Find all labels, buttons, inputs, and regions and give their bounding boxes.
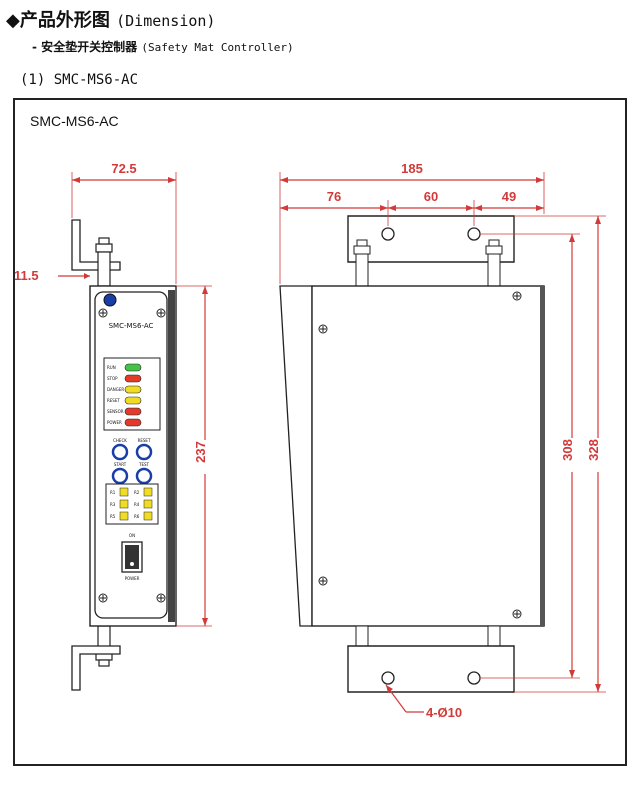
top-mount-bracket	[71, 219, 121, 287]
section-heading: (1) SMC-MS6-AC	[20, 72, 139, 88]
page-subtitle: - 安全垫开关控制器 (Safety Mat Controller)	[32, 38, 294, 55]
indicator-label: RUN	[107, 365, 116, 370]
indicator-lamp	[124, 385, 142, 394]
indicator-label: STOP	[107, 376, 118, 381]
mount-hole-icon	[381, 227, 395, 241]
housing-side-shadow	[168, 290, 175, 622]
relay-label: R3	[110, 502, 116, 507]
indicator-lamp	[124, 407, 142, 416]
relay-label: R1	[110, 490, 116, 495]
switch-mark-icon	[130, 562, 134, 566]
mount-hole-icon	[467, 227, 481, 241]
indicator-lamp	[124, 374, 142, 383]
mount-hole-icon	[467, 671, 481, 685]
dim-hole-spacing: 308	[560, 439, 575, 461]
relay-lamp	[143, 487, 153, 497]
relay-lamp	[143, 511, 153, 521]
push-button	[111, 443, 129, 461]
side-bottom-bracket	[347, 645, 515, 693]
dim-segment-1: 76	[327, 189, 341, 204]
switch-bottom-label: POWER	[125, 576, 140, 581]
side-cover-wedge	[279, 285, 313, 627]
indicator-lamps: RUN STOP DANGER RESET SENSOR POWER	[107, 363, 142, 427]
push-button	[135, 467, 153, 485]
dim-segment-3: 49	[502, 189, 516, 204]
indicator-label: POWER	[107, 420, 122, 425]
dim-segment-2: 60	[424, 189, 438, 204]
dim-front-height: 237	[193, 441, 208, 463]
panel-model-label: SMC-MS6-AC	[109, 322, 154, 330]
relay-lamp	[119, 499, 129, 509]
relay-label: R4	[134, 502, 140, 507]
relay-label: R2	[134, 490, 140, 495]
indicator-lamp	[124, 363, 142, 372]
subtitle-cn: - 安全垫开关控制器	[32, 40, 138, 54]
brand-logo-icon	[103, 293, 117, 307]
indicator-label: RESET	[107, 398, 120, 403]
title-en: (Dimension)	[116, 12, 216, 30]
dim-total-height: 328	[586, 439, 601, 461]
indicator-label: SENSOR	[107, 409, 124, 414]
model-tag: SMC-MS6-AC	[30, 113, 119, 129]
side-top-bracket	[347, 215, 515, 263]
dim-bracket-offset: 11.5	[14, 268, 39, 283]
page-title: ◆产品外形图 (Dimension)	[6, 6, 215, 32]
side-view: 185 76 60 49 308 328 4-Ø10	[279, 161, 607, 720]
indicator-lamp	[124, 396, 142, 405]
side-housing	[311, 285, 545, 627]
mount-hole-icon	[381, 671, 395, 685]
button-label: START	[114, 462, 127, 467]
dim-front-width: 72.5	[111, 161, 136, 176]
indicator-label: DANGER	[107, 387, 124, 392]
dim-side-width: 185	[401, 161, 423, 176]
button-label: CHECK	[113, 438, 127, 443]
front-view: SMC-MS6-AC RUN STOP DANGER RESET SENSOR POWER…	[14, 161, 214, 691]
bottom-mount-bracket	[71, 625, 121, 691]
relay-lamp	[119, 487, 129, 497]
relay-lamp	[119, 511, 129, 521]
relay-label: R6	[134, 514, 140, 519]
title-cn: ◆产品外形图	[6, 10, 110, 31]
subtitle-en: (Safety Mat Controller)	[141, 41, 294, 54]
button-label: TEST	[138, 462, 150, 467]
panel-screws	[98, 308, 166, 603]
drawing-frame	[13, 98, 627, 766]
indicator-lamp	[124, 418, 142, 427]
button-label: RESET	[138, 438, 151, 443]
power-switch-rocker	[125, 545, 139, 569]
side-screws	[318, 291, 522, 619]
push-button	[135, 443, 153, 461]
push-button	[111, 467, 129, 485]
switch-top-label: ON	[129, 533, 135, 538]
relay-lamp	[143, 499, 153, 509]
relay-label: R5	[110, 514, 116, 519]
push-buttons: CHECK RESET START TEST	[111, 438, 153, 485]
dim-holes: 4-Ø10	[426, 705, 462, 720]
